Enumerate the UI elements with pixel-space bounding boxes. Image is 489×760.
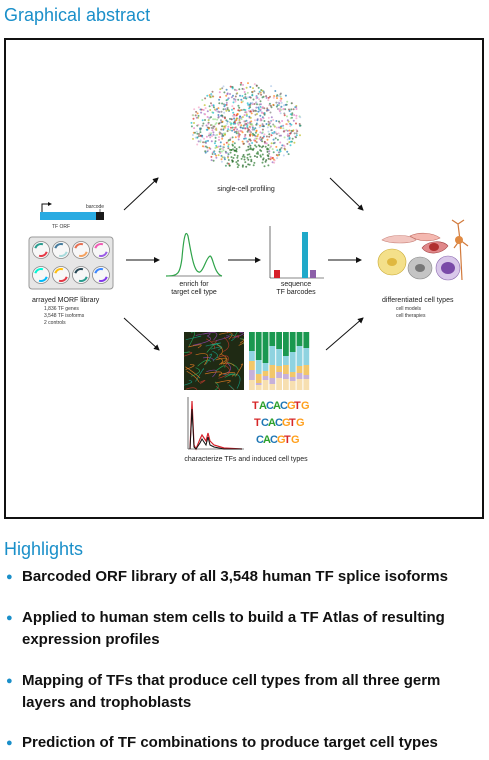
graphical-abstract-figure: single-cell profiling barcode TF ORF arr…: [4, 38, 484, 519]
library-label: arrayed MORF library: [32, 297, 100, 304]
differentiated-cells-illustration: [377, 219, 469, 281]
flow-arrows: [123, 177, 364, 351]
cell-therapies-label: cell therapies: [396, 313, 426, 319]
svg-text:T: T: [284, 434, 291, 446]
bullet-icon: ●: [6, 737, 13, 749]
svg-text:A: A: [268, 417, 276, 429]
svg-text:C: C: [256, 434, 264, 446]
svg-text:G: G: [301, 400, 310, 412]
differentiated-label: differentiated cell types: [382, 297, 454, 304]
highlight-item: ● Mapping of TFs that produce cell types…: [4, 670, 486, 714]
arrow-characterize-to-cells: [325, 317, 364, 351]
sequence-label-line1: sequence: [280, 281, 312, 288]
svg-text:C: C: [261, 417, 269, 429]
svg-text:G: G: [291, 434, 300, 446]
arrow-to-characterize: [123, 317, 160, 351]
stacked-bar-plot: [249, 332, 310, 390]
arrow-profiling-to-cells: [329, 177, 364, 211]
svg-text:C: C: [275, 417, 283, 429]
single-cell-profiling-label: single-cell profiling: [217, 186, 275, 193]
controls-label: 2 controls: [44, 320, 66, 326]
arrow-to-profiling: [123, 177, 159, 211]
svg-text:G: G: [282, 417, 291, 429]
characterize-label: characterize TFs and induced cell types: [184, 456, 308, 463]
highlight-item: ● Applied to human stem cells to build a…: [4, 607, 486, 651]
enrich-label-line2: target cell type: [171, 289, 217, 296]
svg-text:T: T: [289, 417, 296, 429]
svg-text:C: C: [266, 400, 274, 412]
cell-models-label: cell models: [396, 306, 422, 312]
barcode-label: barcode: [86, 204, 105, 210]
svg-text:A: A: [259, 400, 267, 412]
graphical-abstract-title: Graphical abstract: [4, 5, 151, 25]
tf-genes-label: 1,836 TF genes: [44, 306, 79, 312]
enrichment-peaks-plot: [165, 232, 223, 277]
svg-text:A: A: [263, 434, 271, 446]
highlight-item: ● Barcoded ORF library of all 3,548 huma…: [4, 566, 486, 588]
svg-text:G: G: [287, 400, 296, 412]
enrich-label-line1: enrich for: [179, 281, 209, 288]
bullet-icon: ●: [6, 675, 13, 687]
barcode-counts-bars: [269, 226, 324, 279]
chromatin-tracks-plot: [187, 397, 244, 451]
svg-text:A: A: [273, 400, 281, 412]
svg-text:T: T: [254, 417, 261, 429]
morf-well-plate: [28, 236, 114, 290]
highlights-title: Highlights: [4, 539, 84, 559]
tf-orf-construct: [40, 202, 104, 220]
svg-text:C: C: [270, 434, 278, 446]
bullet-icon: ●: [6, 612, 13, 624]
svg-text:C: C: [280, 400, 288, 412]
bullet-icon: ●: [6, 571, 13, 583]
highlight-item: ● Prediction of TF combinations to produ…: [4, 732, 486, 754]
microscopy-image: [184, 332, 244, 390]
tf-orf-label: TF ORF: [52, 224, 71, 230]
svg-text:T: T: [252, 400, 259, 412]
svg-text:G: G: [277, 434, 286, 446]
tf-isoforms-label: 3,548 TF isoforms: [44, 313, 85, 319]
svg-text:T: T: [294, 400, 301, 412]
single-cell-umap-plot: [190, 81, 302, 169]
sequence-label-line2: TF barcodes: [276, 289, 316, 296]
svg-text:G: G: [296, 417, 305, 429]
